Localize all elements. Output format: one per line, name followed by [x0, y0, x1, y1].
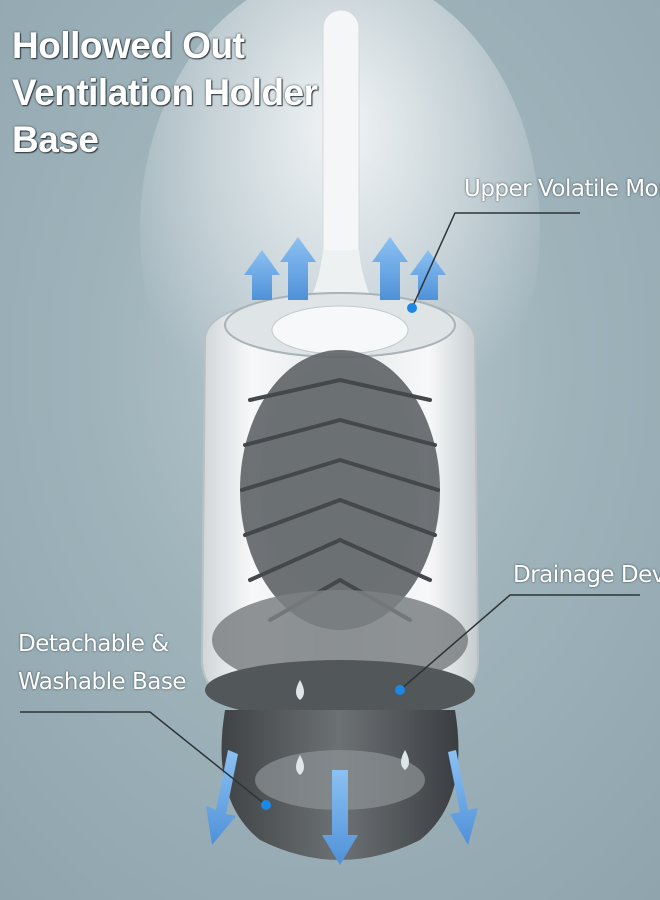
arrow-up-icon: [372, 237, 408, 300]
callout-line: Washable Base: [18, 669, 186, 695]
arrow-up-icon: [280, 237, 316, 300]
callout-dot: [261, 800, 271, 810]
arrow-down-icon: [448, 750, 478, 845]
callout-line-upper: [411, 212, 580, 309]
airflow-down-arrows: [206, 750, 478, 865]
callout-dot: [407, 303, 417, 313]
callout-line-base: [20, 711, 267, 806]
callout-dot: [395, 685, 405, 695]
heading-line: Hollowed Out: [12, 25, 245, 66]
airflow-up-arrows: [244, 237, 446, 300]
callout-drainage-device: Drainage Device: [513, 562, 660, 588]
callout-lines: [20, 212, 640, 806]
arrow-up-icon: [244, 250, 280, 300]
bristle-head: [240, 350, 440, 630]
callout-detachable-base: Detachable & Washable Base: [18, 625, 186, 701]
heading-line: Base: [12, 119, 99, 160]
callout-line-drain: [399, 594, 640, 691]
heading-line: Ventilation Holder: [12, 72, 318, 113]
water-drop: [401, 750, 409, 770]
brush-cap: [271, 305, 409, 355]
water-drop: [296, 755, 304, 775]
callout-line: Detachable &: [18, 631, 169, 657]
water-drop: [296, 680, 304, 700]
feature-heading: Hollowed Out Ventilation Holder Base: [12, 22, 342, 163]
callout-upper-volatile-mouth: Upper Volatile Mouth: [464, 176, 660, 202]
arrow-down-icon: [322, 770, 358, 865]
arrow-up-icon: [410, 250, 446, 300]
arrow-down-icon: [206, 750, 238, 845]
